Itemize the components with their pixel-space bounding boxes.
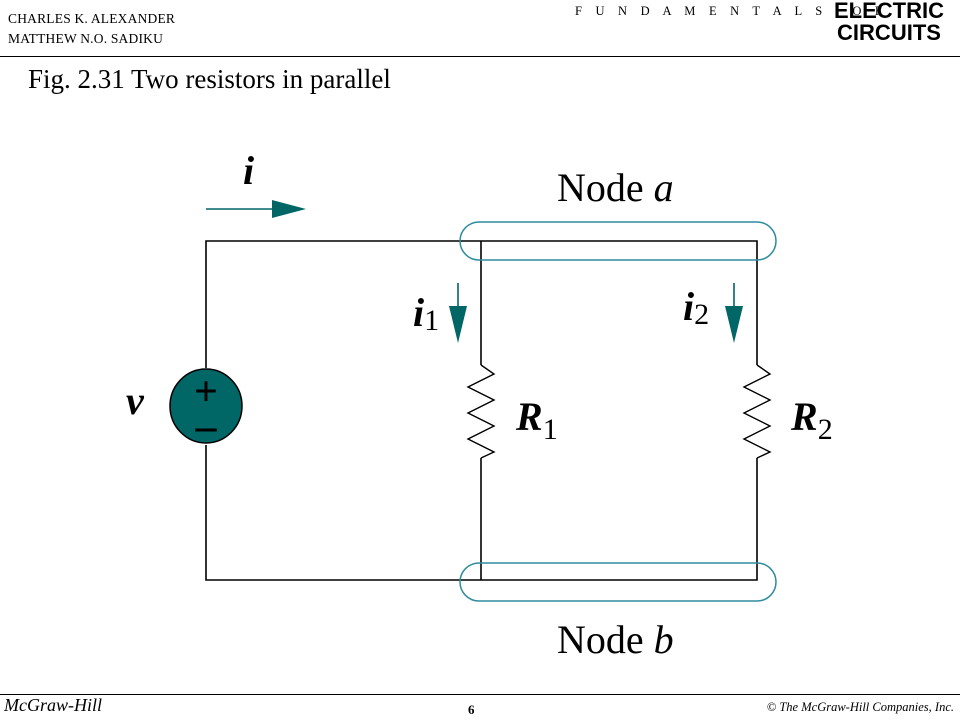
voltage-source [169, 368, 243, 444]
node-a-outline [459, 221, 777, 261]
current-2-subscript: 2 [694, 298, 709, 331]
page-number: 6 [468, 702, 475, 717]
current-1-label: i1 [413, 290, 439, 337]
header-rule [0, 56, 960, 57]
resistor-2-subscript: 2 [818, 413, 833, 446]
current-2-label: i2 [683, 284, 709, 331]
resistor-r2 [742, 364, 772, 459]
book-logo-line: CIRCUITS [837, 20, 941, 45]
current-2-arrow-head [725, 306, 743, 343]
book-logo-line: ELECTRIC [834, 0, 944, 23]
node-b-label: Node b [557, 617, 674, 662]
resistor-1-label: R1 [515, 394, 558, 446]
node-b-outline [459, 562, 777, 602]
resistor-2-main: R [790, 394, 818, 439]
resistor-1-main: R [515, 394, 543, 439]
footer-rule [0, 694, 960, 695]
current-1-arrow-head [449, 306, 467, 343]
current-total-label: i [243, 148, 254, 193]
series-title: F U N D A M E N T A L S O F [575, 4, 888, 18]
node-a-letter: a [654, 165, 674, 210]
current-1-subscript: 1 [424, 304, 439, 337]
current-1-main: i [413, 290, 424, 335]
voltage-label: v [126, 378, 145, 423]
node-b-letter: b [654, 617, 674, 662]
resistor-2-label: R2 [790, 394, 833, 446]
author-name: CHARLES K. ALEXANDER [8, 11, 176, 26]
node-a-prefix: Node [557, 165, 654, 210]
book-logo: ELECTRIC CIRCUITS [819, 0, 959, 44]
source-plus-sign: + [194, 369, 218, 415]
node-a-label: Node a [557, 165, 674, 210]
current-2-main: i [683, 284, 694, 329]
figure-title: Fig. 2.31 Two resistors in parallel [28, 64, 391, 94]
author-block: CHARLES K. ALEXANDER MATTHEW N.O. SADIKU [8, 9, 175, 49]
copyright-notice: © The McGraw-Hill Companies, Inc. [766, 700, 954, 714]
current-arrow-head [272, 200, 306, 218]
resistor-1-subscript: 1 [543, 413, 558, 446]
publisher-name: McGraw-Hill [4, 695, 102, 715]
author-name: MATTHEW N.O. SADIKU [8, 31, 164, 46]
node-b-prefix: Node [557, 617, 654, 662]
resistor-r1 [466, 364, 496, 459]
source-minus-sign: – [195, 404, 218, 450]
